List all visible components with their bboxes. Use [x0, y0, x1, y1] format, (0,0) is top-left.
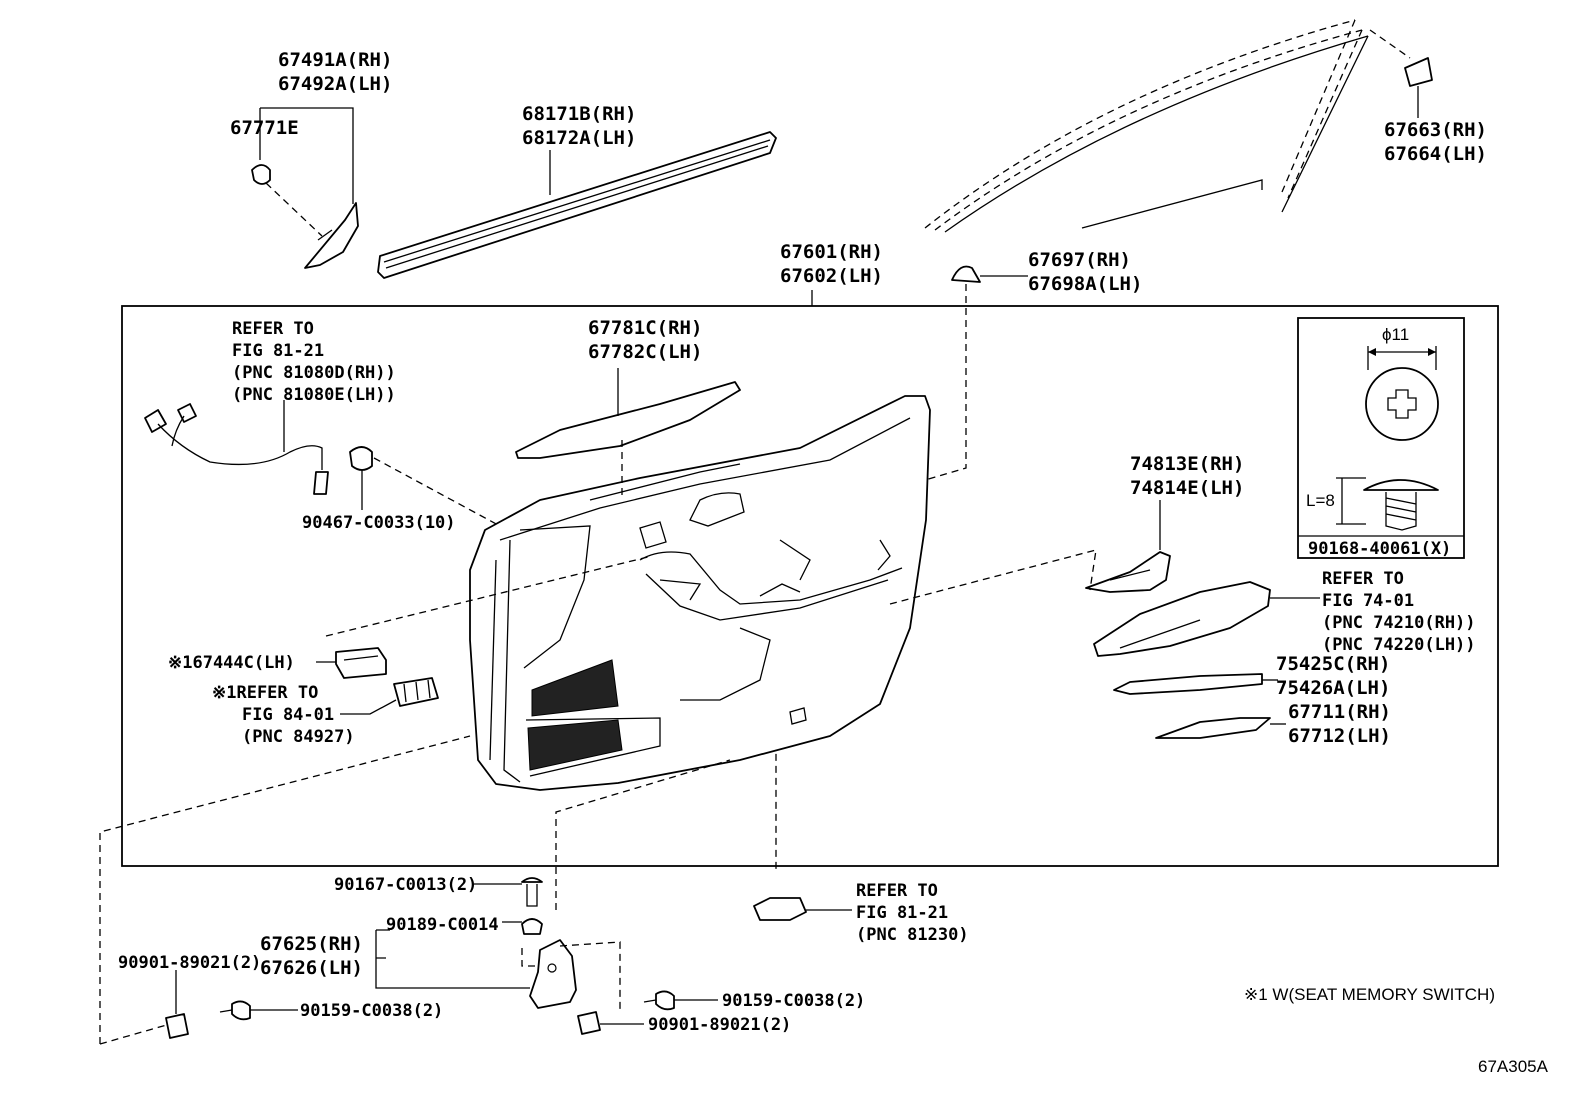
label-67664: 67664(LH) [1384, 143, 1487, 165]
svg-text:(PNC 81080D(RH)): (PNC 81080D(RH)) [232, 363, 396, 383]
label-75425c: 75425C(RH) [1276, 653, 1390, 675]
nut-90901-right [577, 1011, 601, 1035]
bracket-67625 [529, 939, 577, 1009]
window-molding-68171b [377, 131, 777, 279]
memory-switch [393, 677, 439, 707]
nut-90901-left [165, 1013, 189, 1039]
label-67698a: 67698A(LH) [1028, 273, 1142, 295]
garnish-67491a [304, 202, 359, 269]
label-67601: 67601(RH) [780, 241, 883, 263]
cover-67697 [951, 265, 981, 283]
svg-text:FIG 81-21: FIG 81-21 [856, 903, 948, 923]
label-67444c: ※167444C(LH) [168, 653, 295, 673]
label-90189: 90189-C0014 [386, 915, 499, 935]
svg-text:REFER TO: REFER TO [1322, 569, 1404, 589]
bolt-90159-right [643, 990, 675, 1011]
door-trim-panel-67601 [469, 395, 931, 791]
ref-fig-74-01: REFER TO FIG 74-01 (PNC 74210(RH)) (PNC … [1322, 569, 1476, 655]
label-67711: 67711(RH) [1288, 701, 1391, 723]
label-67782c: 67782C(LH) [588, 341, 702, 363]
clip-67771e [251, 164, 271, 185]
door-trim-assembly-frame [121, 305, 1499, 867]
wire-harness [144, 403, 329, 495]
label-67491a: 67491A(RH) [278, 49, 392, 71]
armrest-74210 [1093, 581, 1271, 657]
label-90467: 90467-C0033(10) [302, 513, 456, 533]
inset-diameter-label: ϕ11 [1382, 325, 1409, 344]
ref-fig-81-21-cover: REFER TO FIG 81-21 (PNC 81230) [856, 881, 969, 945]
inset-length-label: L=8 [1306, 491, 1335, 510]
screw-inset-90168 [1297, 317, 1465, 559]
label-74813e: 74813E(RH) [1130, 453, 1244, 475]
footnote: ※1 W(SEAT MEMORY SWITCH) [1244, 985, 1495, 1004]
label-67663: 67663(RH) [1384, 119, 1487, 141]
corner-cover-67663 [1404, 57, 1433, 87]
label-90901-left: 90901-89021(2) [118, 953, 261, 973]
label-67697: 67697(RH) [1028, 249, 1131, 271]
clip-90467 [349, 446, 373, 471]
label-90901-right: 90901-89021(2) [648, 1015, 791, 1035]
label-90159-left: 90159-C0038(2) [300, 1001, 443, 1021]
cover-81230 [753, 897, 807, 921]
svg-text:(PNC 81230): (PNC 81230) [856, 925, 969, 945]
svg-text:FIG 74-01: FIG 74-01 [1322, 591, 1414, 611]
svg-text:REFER TO: REFER TO [232, 319, 314, 339]
ref-fig-81-21-harness: REFER TO FIG 81-21 (PNC 81080D(RH)) (PNC… [232, 319, 396, 405]
label-67781c: 67781C(RH) [588, 317, 702, 339]
label-68172a: 68172A(LH) [522, 127, 636, 149]
svg-text:(PNC 81080E(LH)): (PNC 81080E(LH)) [232, 385, 396, 405]
svg-text:FIG 81-21: FIG 81-21 [232, 341, 324, 361]
label-67602: 67602(LH) [780, 265, 883, 287]
label-67492a: 67492A(LH) [278, 73, 392, 95]
panel-67711 [1155, 717, 1271, 739]
switch-67444c [335, 647, 387, 679]
label-68171b: 68171B(RH) [522, 103, 636, 125]
label-90159-right: 90159-C0038(2) [722, 991, 865, 1011]
svg-text:※1REFER TO: ※1REFER TO [212, 683, 318, 703]
trim-75425c [1113, 673, 1263, 695]
label-67625: 67625(RH) [260, 933, 363, 955]
armrest-pad-67781c [515, 381, 741, 459]
ref-fig-84-01: ※1REFER TO FIG 84-01 (PNC 84927) [212, 683, 355, 747]
svg-text:REFER TO: REFER TO [856, 881, 938, 901]
label-74814e: 74814E(LH) [1130, 477, 1244, 499]
svg-text:(PNC 84927): (PNC 84927) [242, 727, 355, 747]
screw-90167 [521, 877, 543, 907]
clip-90189 [521, 918, 543, 935]
label-67771e: 67771E [230, 117, 299, 139]
bolt-90159-left [219, 1000, 251, 1021]
svg-text:FIG 84-01: FIG 84-01 [242, 705, 334, 725]
inset-part-label: 90168-40061(X) [1308, 539, 1451, 559]
bracket-74813e [1085, 551, 1171, 593]
label-67626: 67626(LH) [260, 957, 363, 979]
diagram-id: 67A305A [1478, 1057, 1549, 1076]
svg-text:(PNC 74210(RH)): (PNC 74210(RH)) [1322, 613, 1476, 633]
label-67712: 67712(LH) [1288, 725, 1391, 747]
label-90167: 90167-C0013(2) [334, 875, 477, 895]
door-window-frame [924, 19, 1411, 233]
svg-text:(PNC 74220(LH)): (PNC 74220(LH)) [1322, 635, 1476, 655]
label-75426a: 75426A(LH) [1276, 677, 1390, 699]
